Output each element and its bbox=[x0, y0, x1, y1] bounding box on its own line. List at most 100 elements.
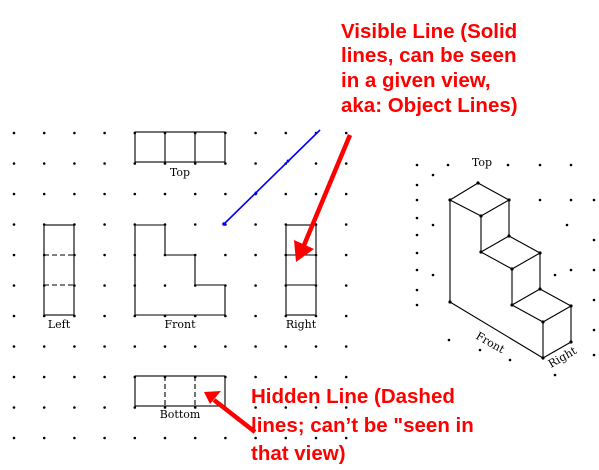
grid-dot bbox=[42, 192, 46, 196]
hidden-line-callout: Hidden Line (Dashed lines; can’t be "see… bbox=[204, 385, 474, 465]
grid-dot bbox=[42, 375, 46, 379]
hidden-line-arrowhead bbox=[204, 391, 221, 404]
grid-dot bbox=[163, 436, 167, 440]
iso-grid-dot bbox=[506, 163, 510, 167]
grid-dot bbox=[42, 131, 46, 135]
grid-dot bbox=[103, 284, 106, 287]
grid-dot bbox=[103, 345, 106, 348]
grid-dot bbox=[12, 131, 16, 135]
iso-grid-dot bbox=[415, 216, 419, 220]
iso-grid-dot bbox=[592, 353, 596, 357]
iso-grid-dot bbox=[415, 183, 419, 187]
right-view bbox=[285, 224, 317, 316]
grid-dot bbox=[163, 284, 167, 287]
visible-line-text-3: in a given view, bbox=[341, 69, 491, 92]
grid-dot bbox=[12, 284, 16, 287]
grid-dot bbox=[224, 436, 227, 440]
grid-dot bbox=[344, 223, 348, 226]
iso-grid-dot bbox=[569, 268, 573, 272]
iso-grid-dot bbox=[553, 373, 557, 377]
iso-grid-dot bbox=[431, 273, 435, 277]
bottom-view bbox=[134, 375, 226, 407]
grid-dot bbox=[12, 345, 16, 348]
iso-grid-dot bbox=[415, 198, 419, 202]
iso-grid-dot bbox=[415, 268, 419, 272]
front-view bbox=[134, 224, 226, 316]
grid-dot bbox=[133, 162, 137, 165]
grid-dot bbox=[344, 436, 348, 440]
grid-dot bbox=[103, 253, 106, 257]
grid-dot bbox=[254, 375, 257, 379]
iso-grid-dot bbox=[538, 163, 542, 167]
grid-dot bbox=[163, 345, 167, 348]
grid-dot bbox=[12, 314, 16, 318]
grid-dot bbox=[12, 223, 16, 226]
grid-dot bbox=[133, 406, 137, 409]
grid-dot bbox=[344, 284, 348, 287]
iso-grid-dot bbox=[447, 338, 451, 342]
iso-grid-dot bbox=[592, 298, 596, 302]
grid-dot bbox=[73, 192, 76, 196]
visible-line-text-4: aka: Object Lines) bbox=[341, 94, 518, 117]
hidden-line-text-1: Hidden Line (Dashed bbox=[251, 385, 455, 408]
grid-dot bbox=[193, 192, 197, 196]
grid-dot bbox=[254, 314, 257, 318]
grid-dot bbox=[254, 253, 257, 257]
grid-dot bbox=[254, 406, 257, 409]
iso-grid-dot bbox=[478, 348, 482, 352]
iso-grid-dot bbox=[431, 173, 435, 177]
grid-dot bbox=[103, 223, 106, 226]
grid-dot bbox=[314, 345, 318, 348]
iso-grid-dot bbox=[592, 238, 596, 242]
iso-top-label: Top bbox=[472, 156, 492, 169]
iso-grid-dot bbox=[415, 233, 419, 237]
grid-dot bbox=[314, 162, 318, 165]
grid-dot bbox=[344, 375, 348, 379]
grid-dot bbox=[103, 162, 106, 165]
grid-dot bbox=[103, 131, 106, 135]
grid-dot bbox=[284, 406, 288, 409]
iso-grid-dot bbox=[431, 223, 435, 227]
grid-dot bbox=[42, 436, 46, 440]
grid-dot bbox=[314, 375, 318, 379]
grid-dot bbox=[193, 345, 197, 348]
grid-dot bbox=[284, 131, 288, 135]
top-view bbox=[134, 131, 226, 163]
grid-dot bbox=[224, 345, 227, 348]
grid-dot bbox=[73, 406, 76, 409]
top-view-label: Top bbox=[170, 166, 190, 179]
grid-dot bbox=[73, 345, 76, 348]
iso-grid-dot bbox=[415, 163, 419, 167]
grid-dot bbox=[73, 131, 76, 135]
grid-dot bbox=[314, 406, 318, 409]
grid-dot bbox=[163, 162, 167, 165]
visible-line-callout: Visible Line (Solid lines, can be seen i… bbox=[294, 20, 518, 262]
grid-dot bbox=[344, 162, 348, 165]
grid-dot bbox=[254, 223, 257, 226]
grid-dot bbox=[284, 436, 288, 440]
grid-dot bbox=[163, 406, 167, 409]
grid-dot bbox=[193, 223, 197, 226]
grid-dot bbox=[254, 345, 257, 348]
isometric-object bbox=[449, 182, 572, 359]
iso-grid-dot bbox=[415, 303, 419, 307]
grid-dot bbox=[254, 436, 257, 440]
grid-dot bbox=[42, 345, 46, 348]
iso-right-label: Right bbox=[546, 344, 579, 371]
grid-dot bbox=[12, 253, 16, 257]
grid-dot bbox=[254, 131, 257, 135]
grid-dot bbox=[103, 406, 106, 409]
grid-dot bbox=[103, 192, 106, 196]
iso-grid-dot bbox=[569, 163, 573, 167]
grid-dot bbox=[254, 284, 257, 287]
iso-grid-dot bbox=[569, 198, 573, 202]
grid-dot bbox=[284, 345, 288, 348]
grid-dot bbox=[314, 436, 318, 440]
grid-dot bbox=[284, 375, 288, 379]
grid-dot bbox=[224, 253, 227, 257]
iso-grid-dot bbox=[565, 223, 569, 227]
grid-dot bbox=[133, 436, 137, 440]
grid-dot bbox=[73, 375, 76, 379]
grid-dot bbox=[42, 406, 46, 409]
grid-dot bbox=[224, 162, 227, 165]
